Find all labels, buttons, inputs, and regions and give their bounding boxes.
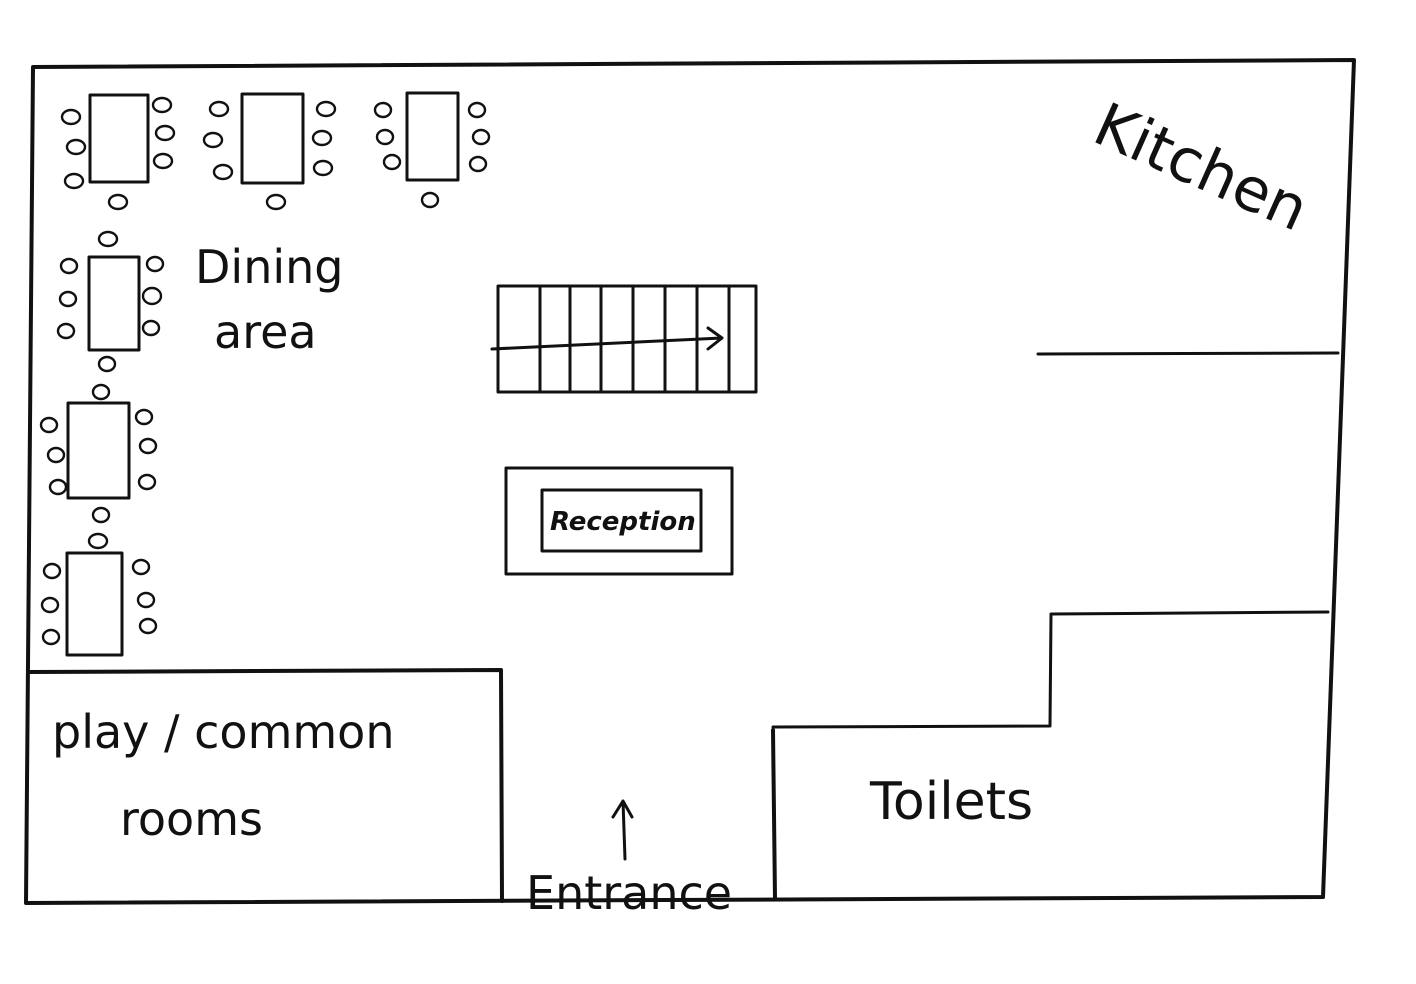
- dining-table: [56, 230, 165, 373]
- toilets-label: Toilets: [869, 772, 1033, 832]
- entrance-label: Entrance: [526, 866, 732, 920]
- dining-label: Dining: [195, 240, 344, 294]
- dining-table: [202, 92, 337, 211]
- dining-table: [373, 91, 491, 209]
- play-common-label: play / common: [52, 705, 394, 759]
- dining-table: [60, 93, 176, 211]
- dining-label-line-2: area: [214, 305, 317, 359]
- entrance-arrow: [611, 799, 634, 861]
- dining-table: [39, 383, 158, 524]
- staircase: [490, 284, 758, 394]
- outer-walls: [24, 58, 1356, 905]
- kitchen-label: Kitchen: [1084, 90, 1318, 246]
- dining-table: [40, 532, 158, 657]
- play-common-room: [27, 668, 504, 903]
- reception-label: Reception: [550, 507, 696, 537]
- play-common-label-line-2: rooms: [120, 792, 263, 846]
- toilets-room: [771, 610, 1330, 901]
- stairs-direction-arrow: [490, 326, 724, 351]
- kitchen-wall: [1036, 351, 1340, 356]
- reception-desk: [504, 466, 734, 576]
